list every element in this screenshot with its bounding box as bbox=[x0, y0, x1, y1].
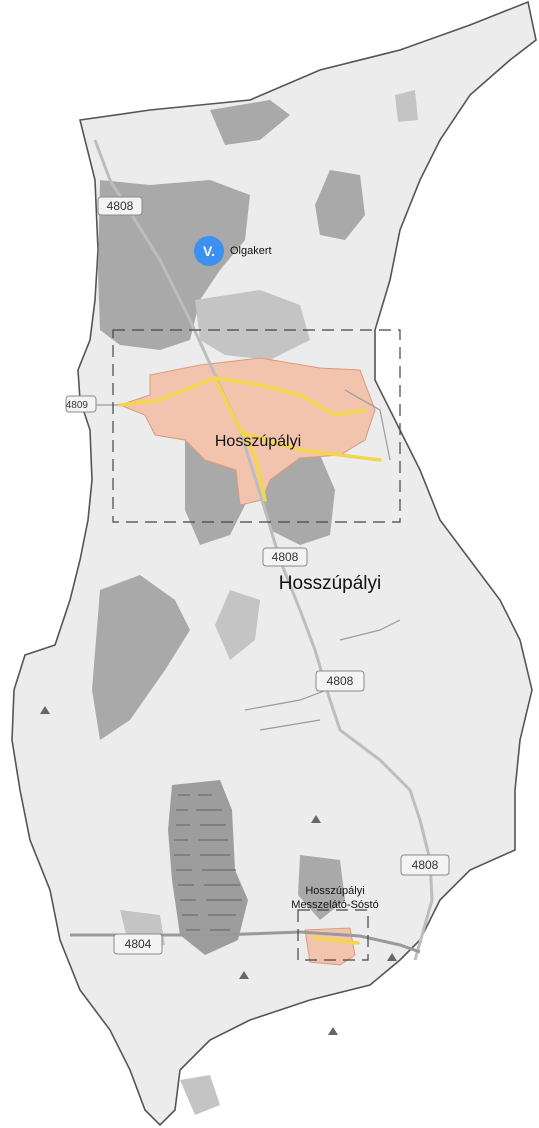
municipality-label: Hosszúpályi bbox=[279, 573, 381, 594]
wetland-area bbox=[168, 780, 248, 955]
marker-letter: V. bbox=[203, 243, 215, 259]
svg-text:4808: 4808 bbox=[272, 550, 299, 564]
town-label-inner: Hosszúpályi bbox=[215, 433, 301, 450]
triangle-peak-icon bbox=[40, 706, 50, 714]
town-focus-box bbox=[112, 329, 401, 523]
subarea-label-line1: Hosszúpályi bbox=[305, 885, 364, 897]
svg-text:4804: 4804 bbox=[125, 937, 152, 951]
svg-text:4808: 4808 bbox=[107, 199, 134, 213]
forest-areas bbox=[92, 100, 365, 920]
road-shield-mid: 4808 bbox=[315, 670, 365, 692]
major-roads bbox=[118, 376, 382, 945]
subarea-focus-box bbox=[297, 909, 369, 961]
svg-text:4808: 4808 bbox=[412, 858, 439, 872]
triangle-peak-icon bbox=[239, 971, 249, 979]
olgakert-marker[interactable]: V. Olgakert bbox=[194, 236, 272, 266]
marker-label: Olgakert bbox=[230, 245, 272, 257]
svg-text:4809: 4809 bbox=[66, 400, 89, 411]
svg-text:4808: 4808 bbox=[327, 674, 354, 688]
road-shield-mid-upper: 4808 bbox=[262, 547, 308, 567]
road-shield-west-cut: 4809 bbox=[65, 395, 97, 413]
v-letter-marker-icon[interactable] bbox=[194, 236, 224, 266]
road-shield-south-east: 4808 bbox=[400, 854, 450, 876]
triangle-peak-icon bbox=[387, 953, 397, 961]
road-shield-south-west: 4804 bbox=[113, 933, 163, 955]
road-shield-north: 4808 bbox=[97, 196, 143, 216]
subarea-label-line2: Messzelátó-Sóstó bbox=[291, 899, 378, 911]
triangle-peak-icon bbox=[311, 815, 321, 823]
peak-icons bbox=[40, 706, 397, 1035]
triangle-peak-icon bbox=[328, 1027, 338, 1035]
road-4808 bbox=[93, 139, 434, 961]
settlement-area-main bbox=[118, 357, 376, 506]
